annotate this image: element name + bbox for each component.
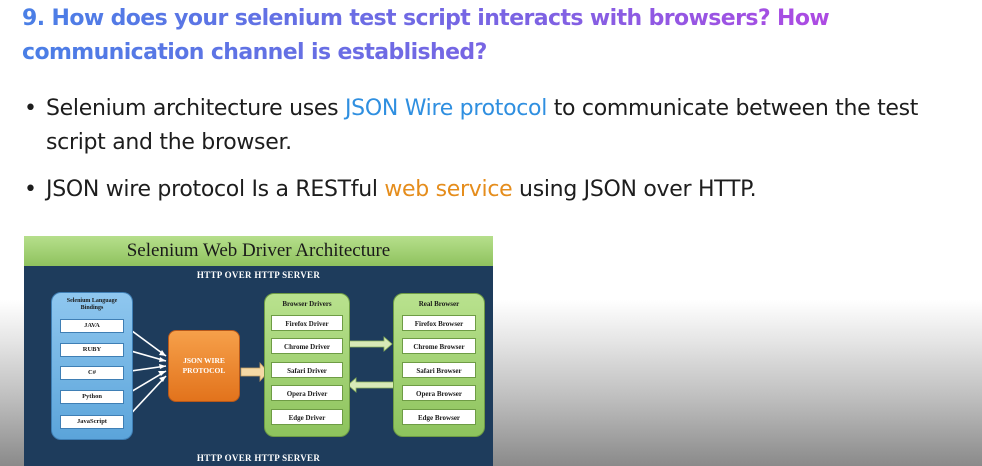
binding-java: JAVA (60, 319, 124, 333)
drivers-title: Browser Drivers (282, 300, 332, 308)
band-label-bottom: HTTP OVER HTTP SERVER (196, 453, 321, 463)
arrow-driver-to-browser (343, 336, 393, 352)
browser-drivers-panel: Browser Drivers Firefox Driver Chrome Dr… (264, 293, 350, 437)
bullet-dot: • (24, 177, 37, 202)
browser-firefox: Firefox Browser (402, 315, 476, 331)
real-browser-panel: Real Browser Firefox Browser Chrome Brow… (393, 293, 485, 437)
bullet-text: Selenium architecture uses (46, 96, 345, 121)
driver-chrome: Chrome Driver (271, 338, 343, 354)
browsers-title: Real Browser (418, 300, 460, 308)
arrow-browser-to-driver (347, 377, 397, 393)
bullet-text: to communicate between the test script a… (46, 96, 919, 155)
arrow-head-3 (159, 364, 166, 369)
driver-opera: Opera Driver (271, 385, 343, 401)
protocol-line1: JSON WIRE (183, 356, 225, 365)
arrow-head-5 (159, 376, 166, 382)
json-wire-protocol-box: JSON WIRE PROTOCOL (168, 330, 240, 402)
bullet-text: using JSON over HTTP. (512, 177, 757, 202)
driver-safari: Safari Driver (271, 362, 343, 378)
bindings-title-line2: Bindings (80, 305, 104, 311)
arrow-head-4 (158, 371, 166, 376)
arrow-head-2 (159, 357, 166, 362)
bindings-title: Selenium Language Bindings (52, 298, 132, 312)
binding-ruby: RUBY (60, 343, 124, 357)
bullet-item: • Selenium architecture uses JSON Wire pr… (22, 92, 962, 160)
driver-edge: Edge Driver (271, 409, 343, 425)
protocol-line2: PROTOCOL (182, 366, 226, 375)
driver-firefox: Firefox Driver (271, 315, 343, 331)
highlight-web-service: web service (384, 177, 513, 202)
browser-chrome: Chrome Browser (402, 338, 476, 354)
bullet-list: • Selenium architecture uses JSON Wire pr… (22, 92, 962, 220)
slide-title: 9. How does your selenium test script in… (22, 2, 962, 70)
language-bindings-panel: Selenium Language Bindings JAVA RUBY C# … (51, 292, 133, 440)
bullet-text: JSON wire protocol Is a RESTful (46, 177, 385, 202)
arrow-head-1 (159, 350, 166, 356)
binding-javascript: JavaScript (60, 415, 124, 429)
highlight-json-wire-protocol: JSON Wire protocol (344, 96, 548, 121)
binding-csharp: C# (60, 366, 124, 380)
band-label-top: HTTP OVER HTTP SERVER (196, 270, 321, 280)
browser-opera: Opera Browser (402, 385, 476, 401)
diagram-title: Selenium Web Driver Architecture (24, 236, 493, 266)
bullet-dot: • (24, 96, 37, 121)
browser-safari: Safari Browser (402, 362, 476, 378)
architecture-diagram: Selenium Web Driver Architecture HTTP OV… (24, 236, 493, 466)
bindings-title-line1: Selenium Language (66, 298, 118, 304)
bullet-item: • JSON wire protocol Is a RESTful web ser… (22, 173, 962, 207)
binding-python: Python (60, 390, 124, 404)
browser-edge: Edge Browser (402, 409, 476, 425)
